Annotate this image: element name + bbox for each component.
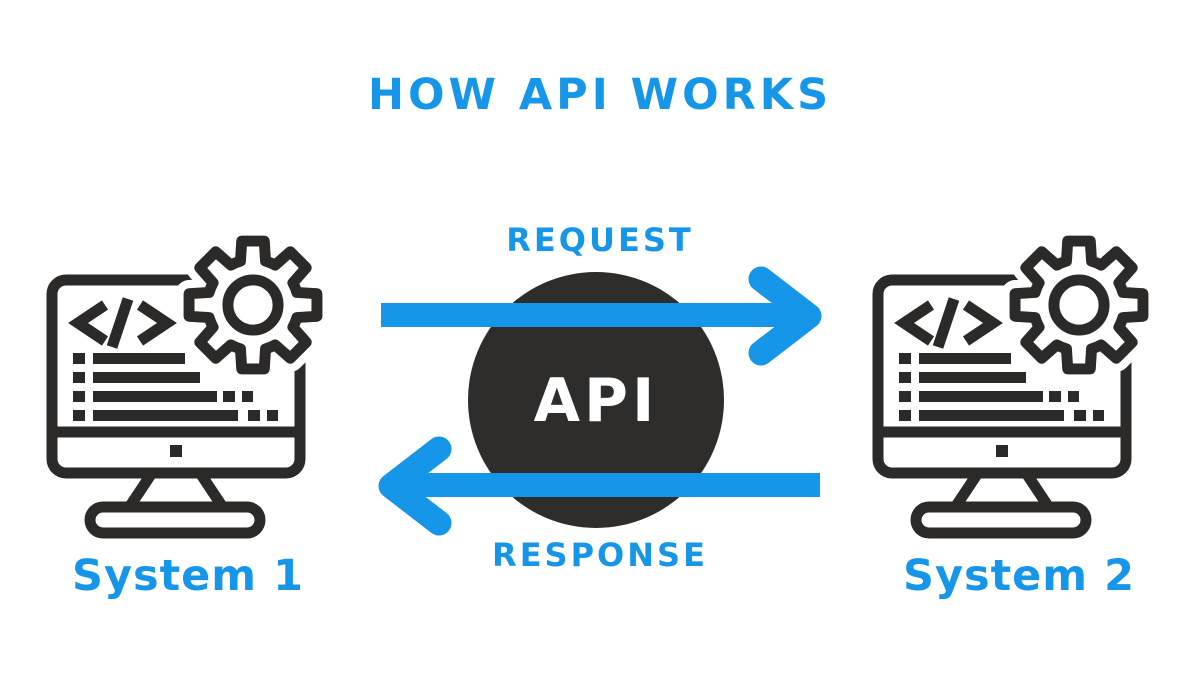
response-arrow-shaft [408,473,820,497]
response-arrow [378,436,820,536]
response-label: RESPONSE [492,536,708,574]
request-arrow [381,266,822,366]
page-title: HOW API WORKS [367,70,833,120]
request-arrow-head [748,266,822,366]
request-arrow-shaft [381,303,790,327]
system-1-icon [52,241,317,533]
system-1-label: System 1 [71,551,304,601]
api-circle [468,272,724,528]
api-label: API [534,366,659,436]
system-2-label: System 2 [902,551,1135,601]
response-arrow-head [378,436,452,536]
system-2-icon [878,241,1143,533]
request-label: REQUEST [506,221,694,259]
